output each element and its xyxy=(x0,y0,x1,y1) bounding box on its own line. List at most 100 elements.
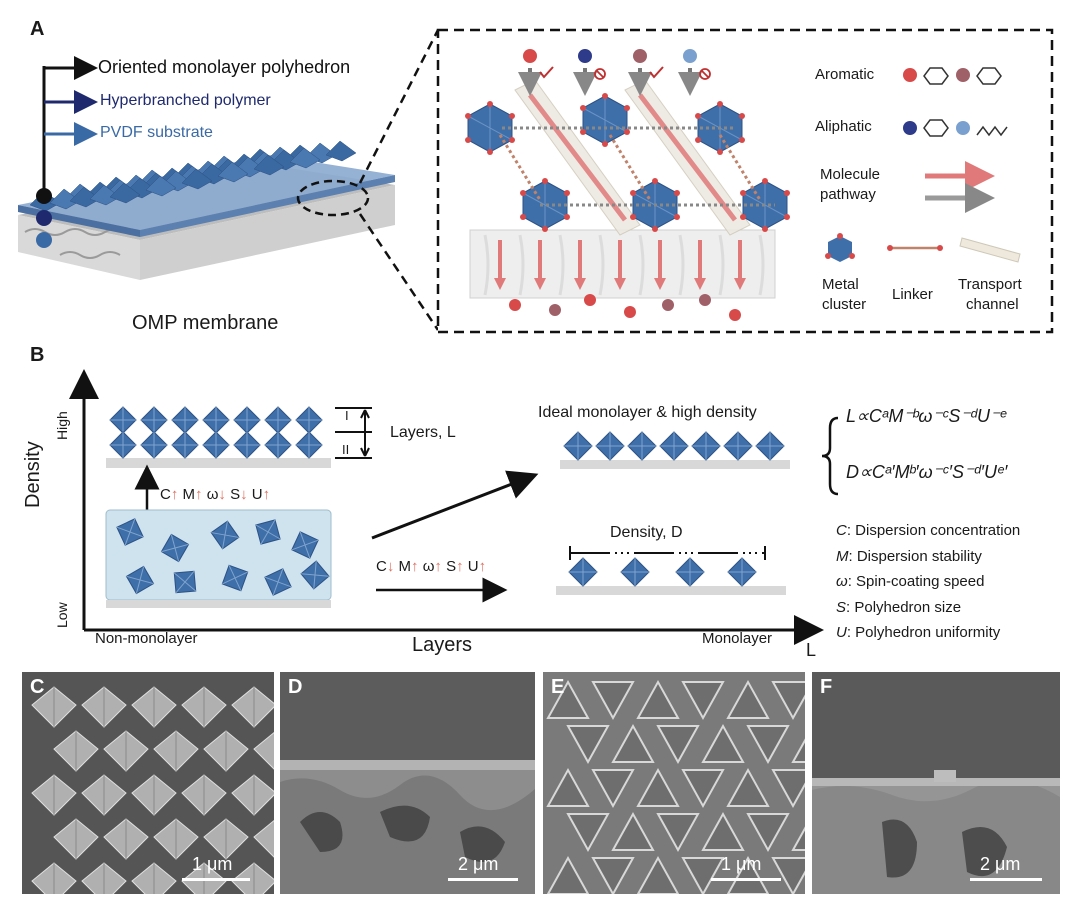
panel-letter-e: E xyxy=(551,676,565,698)
polyhedron xyxy=(295,406,323,434)
legend-pathway-2: pathway xyxy=(820,186,876,203)
permeated-molecule xyxy=(624,306,636,318)
scale-label-d: 2 μm xyxy=(458,854,499,874)
panel-letter-c: C xyxy=(30,676,45,698)
polyhedron xyxy=(233,431,261,459)
polyhedron xyxy=(264,406,292,434)
permeated-molecule xyxy=(662,299,674,311)
scale-label-e: 1 μm xyxy=(721,854,762,874)
polyhedron xyxy=(140,406,168,434)
polyhedron xyxy=(595,431,625,461)
y-axis-label: Density xyxy=(22,441,44,508)
polyhedron xyxy=(173,570,197,594)
polyhedron xyxy=(255,519,281,545)
sem-image-e: E 1 μm xyxy=(543,672,805,894)
scale-label-c: 1 μm xyxy=(192,854,233,874)
metal-cluster xyxy=(580,93,630,147)
polyhedron xyxy=(171,431,199,459)
legend-metal-2: cluster xyxy=(822,296,867,313)
sem-image-f: F 2 μm xyxy=(812,672,1060,894)
polyhedron xyxy=(264,568,292,596)
stack-label-oriented: Oriented monolayer polyhedron xyxy=(98,57,351,77)
omp-membrane-illustration xyxy=(18,140,395,280)
membrane-polyhedron xyxy=(289,147,321,169)
definition-u: U: Polyhedron uniformity xyxy=(836,624,1001,641)
legend-aromatic: Aromatic xyxy=(815,66,875,83)
legend-graphics xyxy=(825,67,1021,263)
polyhedron xyxy=(675,557,705,587)
y-high-label: High xyxy=(54,411,70,440)
equation-layers: L∝CᵃM⁻ᵇω⁻ᶜS⁻ᵈU⁻ᵉ xyxy=(846,406,1007,426)
polyhedron xyxy=(202,431,230,459)
definition-w: ω: Spin-coating speed xyxy=(836,573,985,590)
polyhedron xyxy=(691,431,721,461)
permeated-molecule xyxy=(729,309,741,321)
polyhedron xyxy=(723,431,753,461)
right-path-factors: C↓ M↑ ω↑ S↑ U↑ xyxy=(376,558,487,575)
polymer-layer-dot xyxy=(36,210,52,226)
scale-bar-f xyxy=(970,878,1042,881)
polyhedron xyxy=(627,431,657,461)
substrate-layer-dot xyxy=(36,232,52,248)
permeated-molecule xyxy=(549,304,561,316)
polyhedron xyxy=(116,518,144,546)
multilayer-stack xyxy=(106,406,331,468)
membrane-polyhedron xyxy=(181,168,213,190)
scale-bar-c xyxy=(182,878,250,881)
scale-bar-d xyxy=(448,878,518,881)
legend-linker: Linker xyxy=(892,286,933,303)
metal-cluster xyxy=(465,101,515,155)
polyhedron xyxy=(233,406,261,434)
polyhedron xyxy=(295,431,323,459)
polyhedron xyxy=(160,533,190,563)
panel-letter-d: D xyxy=(288,676,303,698)
stack-label-polymer: Hyperbranched polymer xyxy=(100,92,271,109)
sem-image-c: C 1 μm xyxy=(22,672,274,894)
panel-a-graphic xyxy=(18,28,1054,334)
permeated-molecule xyxy=(584,294,596,306)
polyhedron xyxy=(264,431,292,459)
legend-pathway-1: Molecule xyxy=(820,166,881,183)
legend-transport-2: channel xyxy=(966,296,1019,313)
x-axis-label: Layers xyxy=(412,634,473,656)
mof-structure-illustration xyxy=(465,79,790,321)
density-label: Density, D xyxy=(610,524,683,541)
variable-definitions: C: Dispersion concentration M: Dispersio… xyxy=(836,518,1020,646)
polyhedron xyxy=(620,557,650,587)
panel-letter-b: B xyxy=(30,344,45,366)
arrow-to-ideal xyxy=(371,470,539,540)
definition-s: S: Polyhedron size xyxy=(836,598,962,616)
membrane-polyhedron xyxy=(217,161,249,183)
stack-label-substrate: PVDF substrate xyxy=(100,124,213,141)
polyhedron xyxy=(563,431,593,461)
polyhedron xyxy=(210,520,240,550)
x-left-label: Non-monolayer xyxy=(95,630,198,647)
membrane-label: OMP membrane xyxy=(132,312,279,334)
sparse-monolayer xyxy=(556,557,786,595)
polyhedron xyxy=(171,406,199,434)
panel-b-graphic xyxy=(69,369,839,645)
polyhedron xyxy=(202,406,230,434)
polyhedron xyxy=(221,564,249,592)
definition-c: C: Dispersion concentration xyxy=(836,522,1021,539)
x-right-label: Monolayer xyxy=(702,630,773,647)
legend-aliphatic: Aliphatic xyxy=(815,118,872,135)
polyhedron xyxy=(140,431,168,459)
polyhedron xyxy=(568,557,598,587)
layer-i-label: I xyxy=(345,408,349,423)
layer-ii-label: II xyxy=(342,442,350,457)
panel-letter-f: F xyxy=(820,676,833,698)
equation-density: D∝Cᵃ′Mᵇ′ω⁻ᶜ′S⁻ᵈ′Uᵉ′ xyxy=(846,462,1008,482)
membrane-polyhedron xyxy=(325,140,357,162)
polyhedron xyxy=(659,431,689,461)
legend-metal-1: Metal xyxy=(822,276,859,293)
polyhedron xyxy=(109,406,137,434)
sem-image-d: D 2 μm xyxy=(280,672,535,894)
membrane-polyhedron xyxy=(109,182,141,204)
definition-m: M: Dispersion stability xyxy=(836,547,982,565)
oriented-layer-dot xyxy=(36,188,52,204)
polyhedron xyxy=(291,531,319,559)
legend-transport-1: Transport xyxy=(958,276,1022,293)
polyhedron xyxy=(300,560,330,590)
polyhedron xyxy=(727,557,757,587)
